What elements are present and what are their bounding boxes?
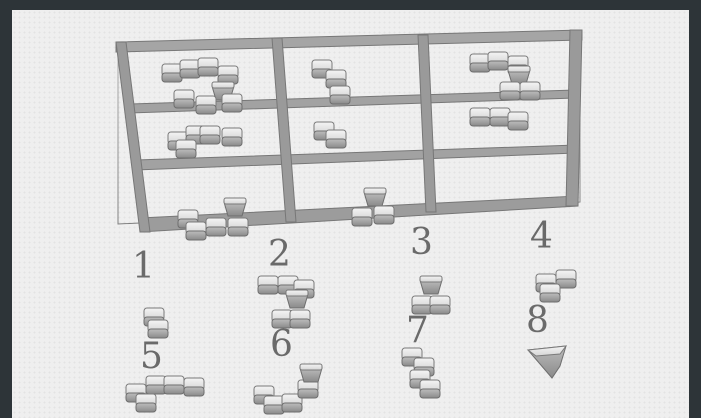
option-label-2: 2: [268, 234, 291, 275]
option-label-5: 5: [140, 336, 163, 377]
option-1-blocks[interactable]: [144, 308, 168, 338]
option-label-6: 6: [270, 324, 293, 365]
shelf-cell-r1c1-blocks: [162, 58, 242, 114]
option-4-blocks[interactable]: [536, 270, 576, 302]
shelf-cell-r1c2-blocks: [312, 60, 350, 104]
option-label-4: 4: [530, 216, 553, 257]
option-label-1: 1: [132, 246, 155, 287]
shelf-cell-r2c2-blocks: [314, 122, 346, 148]
option-label-3: 3: [410, 222, 433, 263]
option-6-blocks[interactable]: [254, 364, 322, 414]
option-5-blocks[interactable]: [126, 376, 204, 412]
option-2-blocks[interactable]: [258, 276, 314, 328]
option-3-blocks[interactable]: [412, 276, 450, 314]
option-8-blocks[interactable]: [528, 346, 566, 378]
shelf-cell-r2c1-blocks: [168, 126, 242, 158]
option-label-7: 7: [406, 310, 429, 351]
shelf-cell-r3c1-blocks: [178, 198, 248, 240]
option-label-8: 8: [526, 300, 549, 341]
option-7-blocks[interactable]: [402, 348, 440, 398]
shelf-cell-r2c3-blocks: [470, 108, 528, 130]
